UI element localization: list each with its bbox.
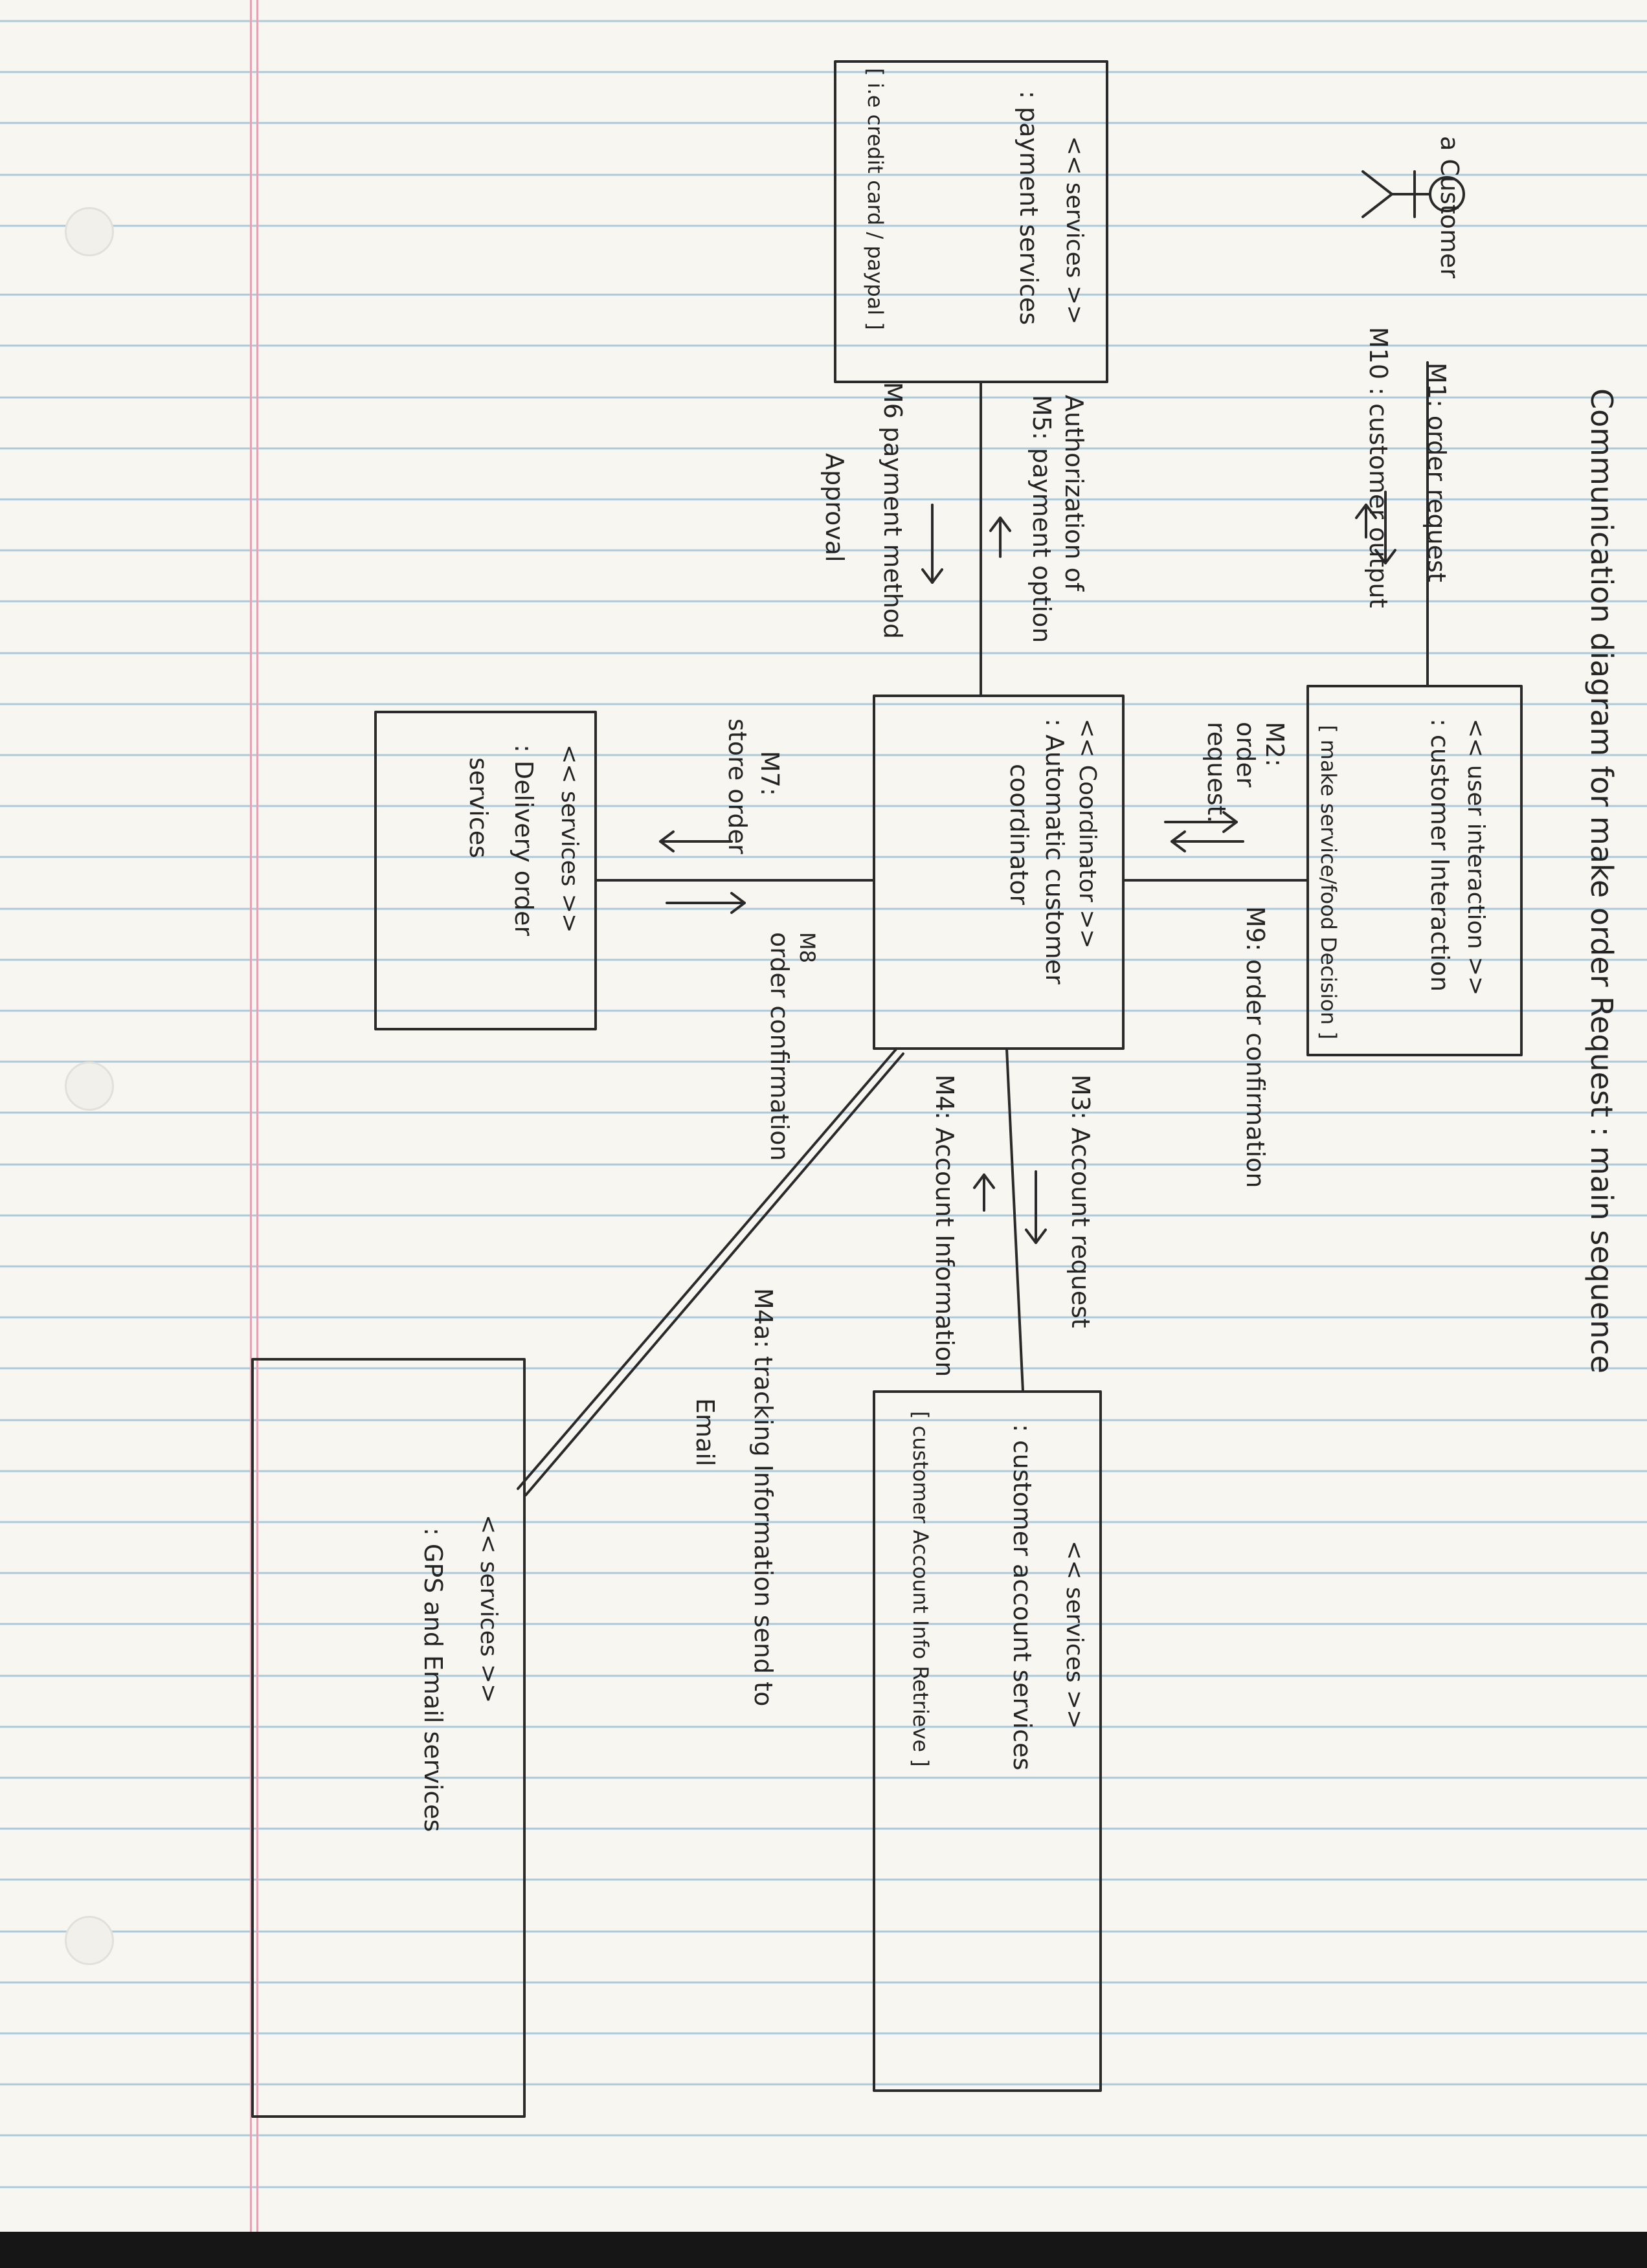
message-m10: M10 : customer output (1364, 327, 1393, 608)
stick-figure-icon (1361, 170, 1465, 218)
coordinator-box (873, 695, 1125, 1050)
message-m1: M1: order request (1422, 362, 1451, 583)
delivery-name-line1: : Delivery order (510, 744, 538, 937)
arrow-m5 (989, 517, 1011, 558)
link-coordinator-gps-2 (524, 1052, 904, 1496)
message-m7-line1: M7: (756, 751, 784, 796)
arrow-m3 (1025, 1170, 1047, 1244)
arrow-m9 (1171, 830, 1244, 852)
user-interaction-box (1306, 685, 1523, 1056)
gps-email-box (251, 1358, 526, 2118)
payment-services-box (834, 60, 1108, 383)
message-m4: M4: Account Information (930, 1074, 959, 1377)
coordinator-stereotype: << Coordinator >> (1074, 718, 1101, 949)
user-interaction-name: : customer Interaction (1426, 718, 1454, 992)
arrow-m4 (973, 1173, 995, 1212)
delivery-services-box (374, 711, 597, 1030)
message-m4a-line2: Email (691, 1398, 719, 1467)
punch-hole (65, 207, 114, 256)
message-m2-line3: request. (1202, 722, 1231, 823)
message-m4a-line1: M4a: tracking Information send to (749, 1288, 778, 1707)
message-m9: M9: order confirmation (1241, 906, 1270, 1188)
coordinator-name-line1: : Automatic customer (1040, 718, 1069, 984)
delivery-stereotype: << services >> (556, 744, 583, 933)
punch-hole (65, 1916, 114, 1965)
message-m5-line1: Authorization of (1060, 395, 1088, 592)
message-m8-line1: M8 (795, 932, 820, 963)
link-coordinator-gps (517, 1047, 898, 1490)
arrow-m10 (1355, 504, 1377, 539)
punch-hole (65, 1062, 114, 1111)
message-m6-line2: Approval (820, 453, 849, 562)
message-m8-line2: order confirmation (765, 932, 794, 1161)
arrow-m6 (921, 504, 943, 584)
customer-account-stereotype: << services >> (1061, 1540, 1088, 1729)
message-m6-line1: M6 payment method (879, 382, 907, 639)
actor-label: a Customer (1435, 136, 1464, 278)
gps-email-name: : GPS and Email services (419, 1528, 447, 1832)
customer-account-constraint: [ customer Account Info Retrieve ] (908, 1411, 933, 1767)
diagram-title: Communication diagram for make order Req… (1584, 388, 1619, 1373)
customer-account-name: : customer account services (1008, 1424, 1036, 1771)
scan-bottom-band (0, 2232, 1647, 2268)
link-coordinator-account (1005, 1047, 1024, 1393)
customer-account-box (873, 1390, 1102, 2092)
user-interaction-constraint: [ make service/food Decision ] (1316, 725, 1341, 1040)
coordinator-name-line2: coordinator (1005, 764, 1033, 906)
payment-name: : payment services (1014, 91, 1043, 326)
user-interaction-stereotype: << user interaction >> (1462, 718, 1489, 996)
arrow-m7 (659, 830, 733, 852)
gps-email-stereotype: << services >> (475, 1515, 502, 1704)
message-m2-line1: M2: (1260, 722, 1289, 767)
payment-stereotype: << services >> (1061, 136, 1088, 325)
arrow-m8 (666, 892, 746, 914)
margin-line (250, 0, 252, 2268)
margin-line-inner (256, 0, 258, 2268)
message-m2-line2: order (1231, 722, 1260, 788)
arrow-m1 (1374, 491, 1396, 564)
message-m3: M3: Account request (1066, 1074, 1095, 1328)
message-m5-line2: M5: payment option (1027, 395, 1056, 643)
delivery-name-line2: services (464, 757, 493, 858)
arrow-m2 (1164, 811, 1238, 833)
message-m7-line2: store order (723, 718, 752, 854)
payment-constraint: [ i.e credit card / paypal ] (863, 68, 888, 330)
